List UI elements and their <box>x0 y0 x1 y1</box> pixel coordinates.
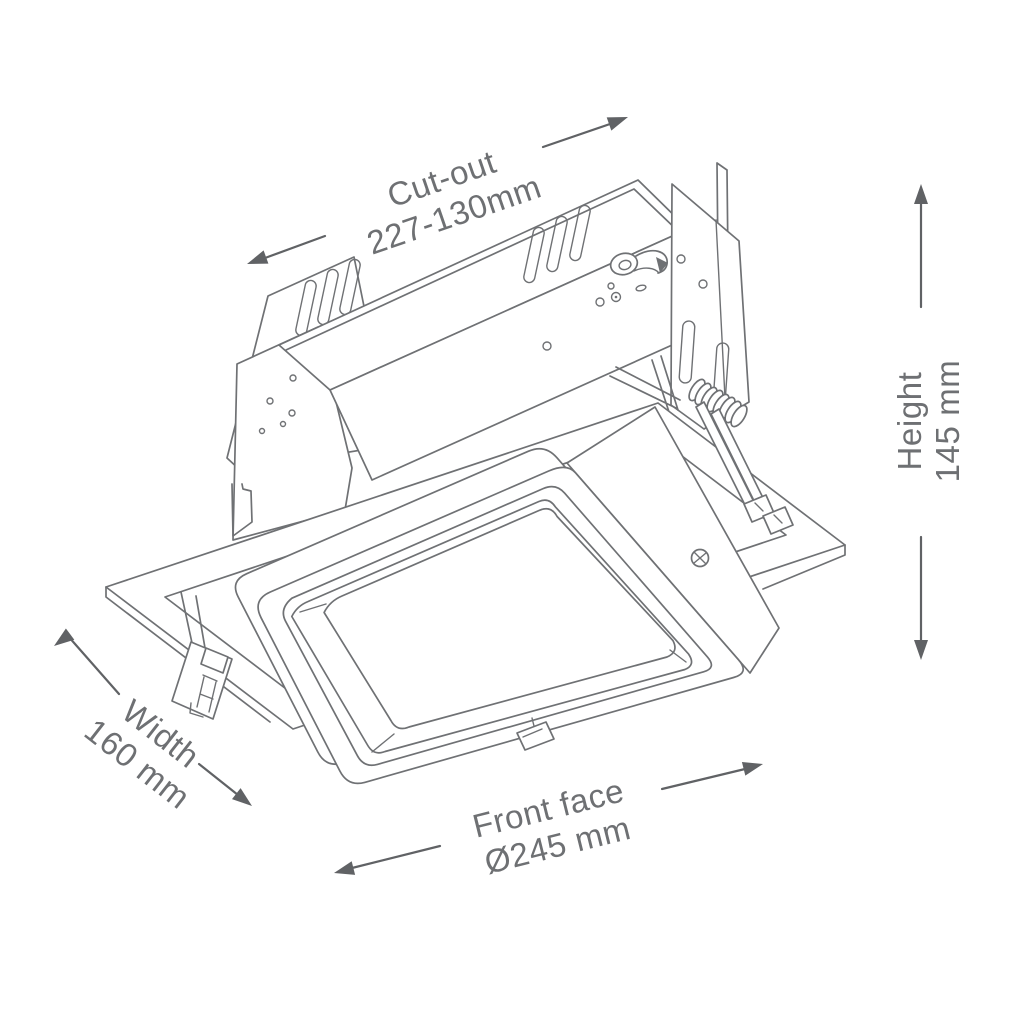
wire-end <box>656 257 668 273</box>
bezel-inner <box>282 485 713 767</box>
height-dimension: Height 145 mm <box>891 184 966 660</box>
light-module <box>234 406 780 785</box>
stop-tab <box>231 483 253 537</box>
vent-slot <box>523 226 545 284</box>
recess-opening <box>290 499 693 754</box>
dimension-line <box>660 767 747 791</box>
arrow-down-left-icon <box>247 250 269 264</box>
dimension-line <box>350 844 442 870</box>
fixture-drawing <box>105 162 846 785</box>
dimension-line <box>263 234 327 260</box>
torsion-springs <box>688 378 794 535</box>
vent-slot <box>546 215 568 273</box>
height-dimension-value: 145 mm <box>929 360 966 483</box>
support-braces <box>609 355 681 416</box>
dimension-line <box>197 762 240 797</box>
arrow-up-icon <box>914 184 928 204</box>
screw-icon <box>690 548 710 568</box>
latch <box>516 717 555 751</box>
arrow-up-right-icon <box>606 117 628 131</box>
wire-grommet <box>609 249 668 303</box>
arrow-up-right-icon <box>741 762 763 776</box>
bracket-slot <box>678 320 696 384</box>
dimension-line <box>541 122 612 149</box>
clip-spring-wire <box>189 674 218 718</box>
bezel-outer <box>257 466 745 785</box>
wire <box>633 267 660 274</box>
spring-foot <box>762 506 794 535</box>
dimension-line <box>66 634 121 696</box>
arrow-up-left-icon <box>54 628 75 646</box>
retention-clip <box>171 591 233 720</box>
recess-wall-folds <box>299 603 687 753</box>
arrow-down-icon <box>914 640 928 660</box>
arrow-down-right-icon <box>232 788 252 806</box>
vent-slot <box>569 204 591 262</box>
lens <box>323 507 676 730</box>
front-face-dimension: Front face Ø245 mm <box>334 762 763 881</box>
height-dimension-label: Height <box>891 372 928 471</box>
arrow-down-left-icon <box>334 861 356 875</box>
